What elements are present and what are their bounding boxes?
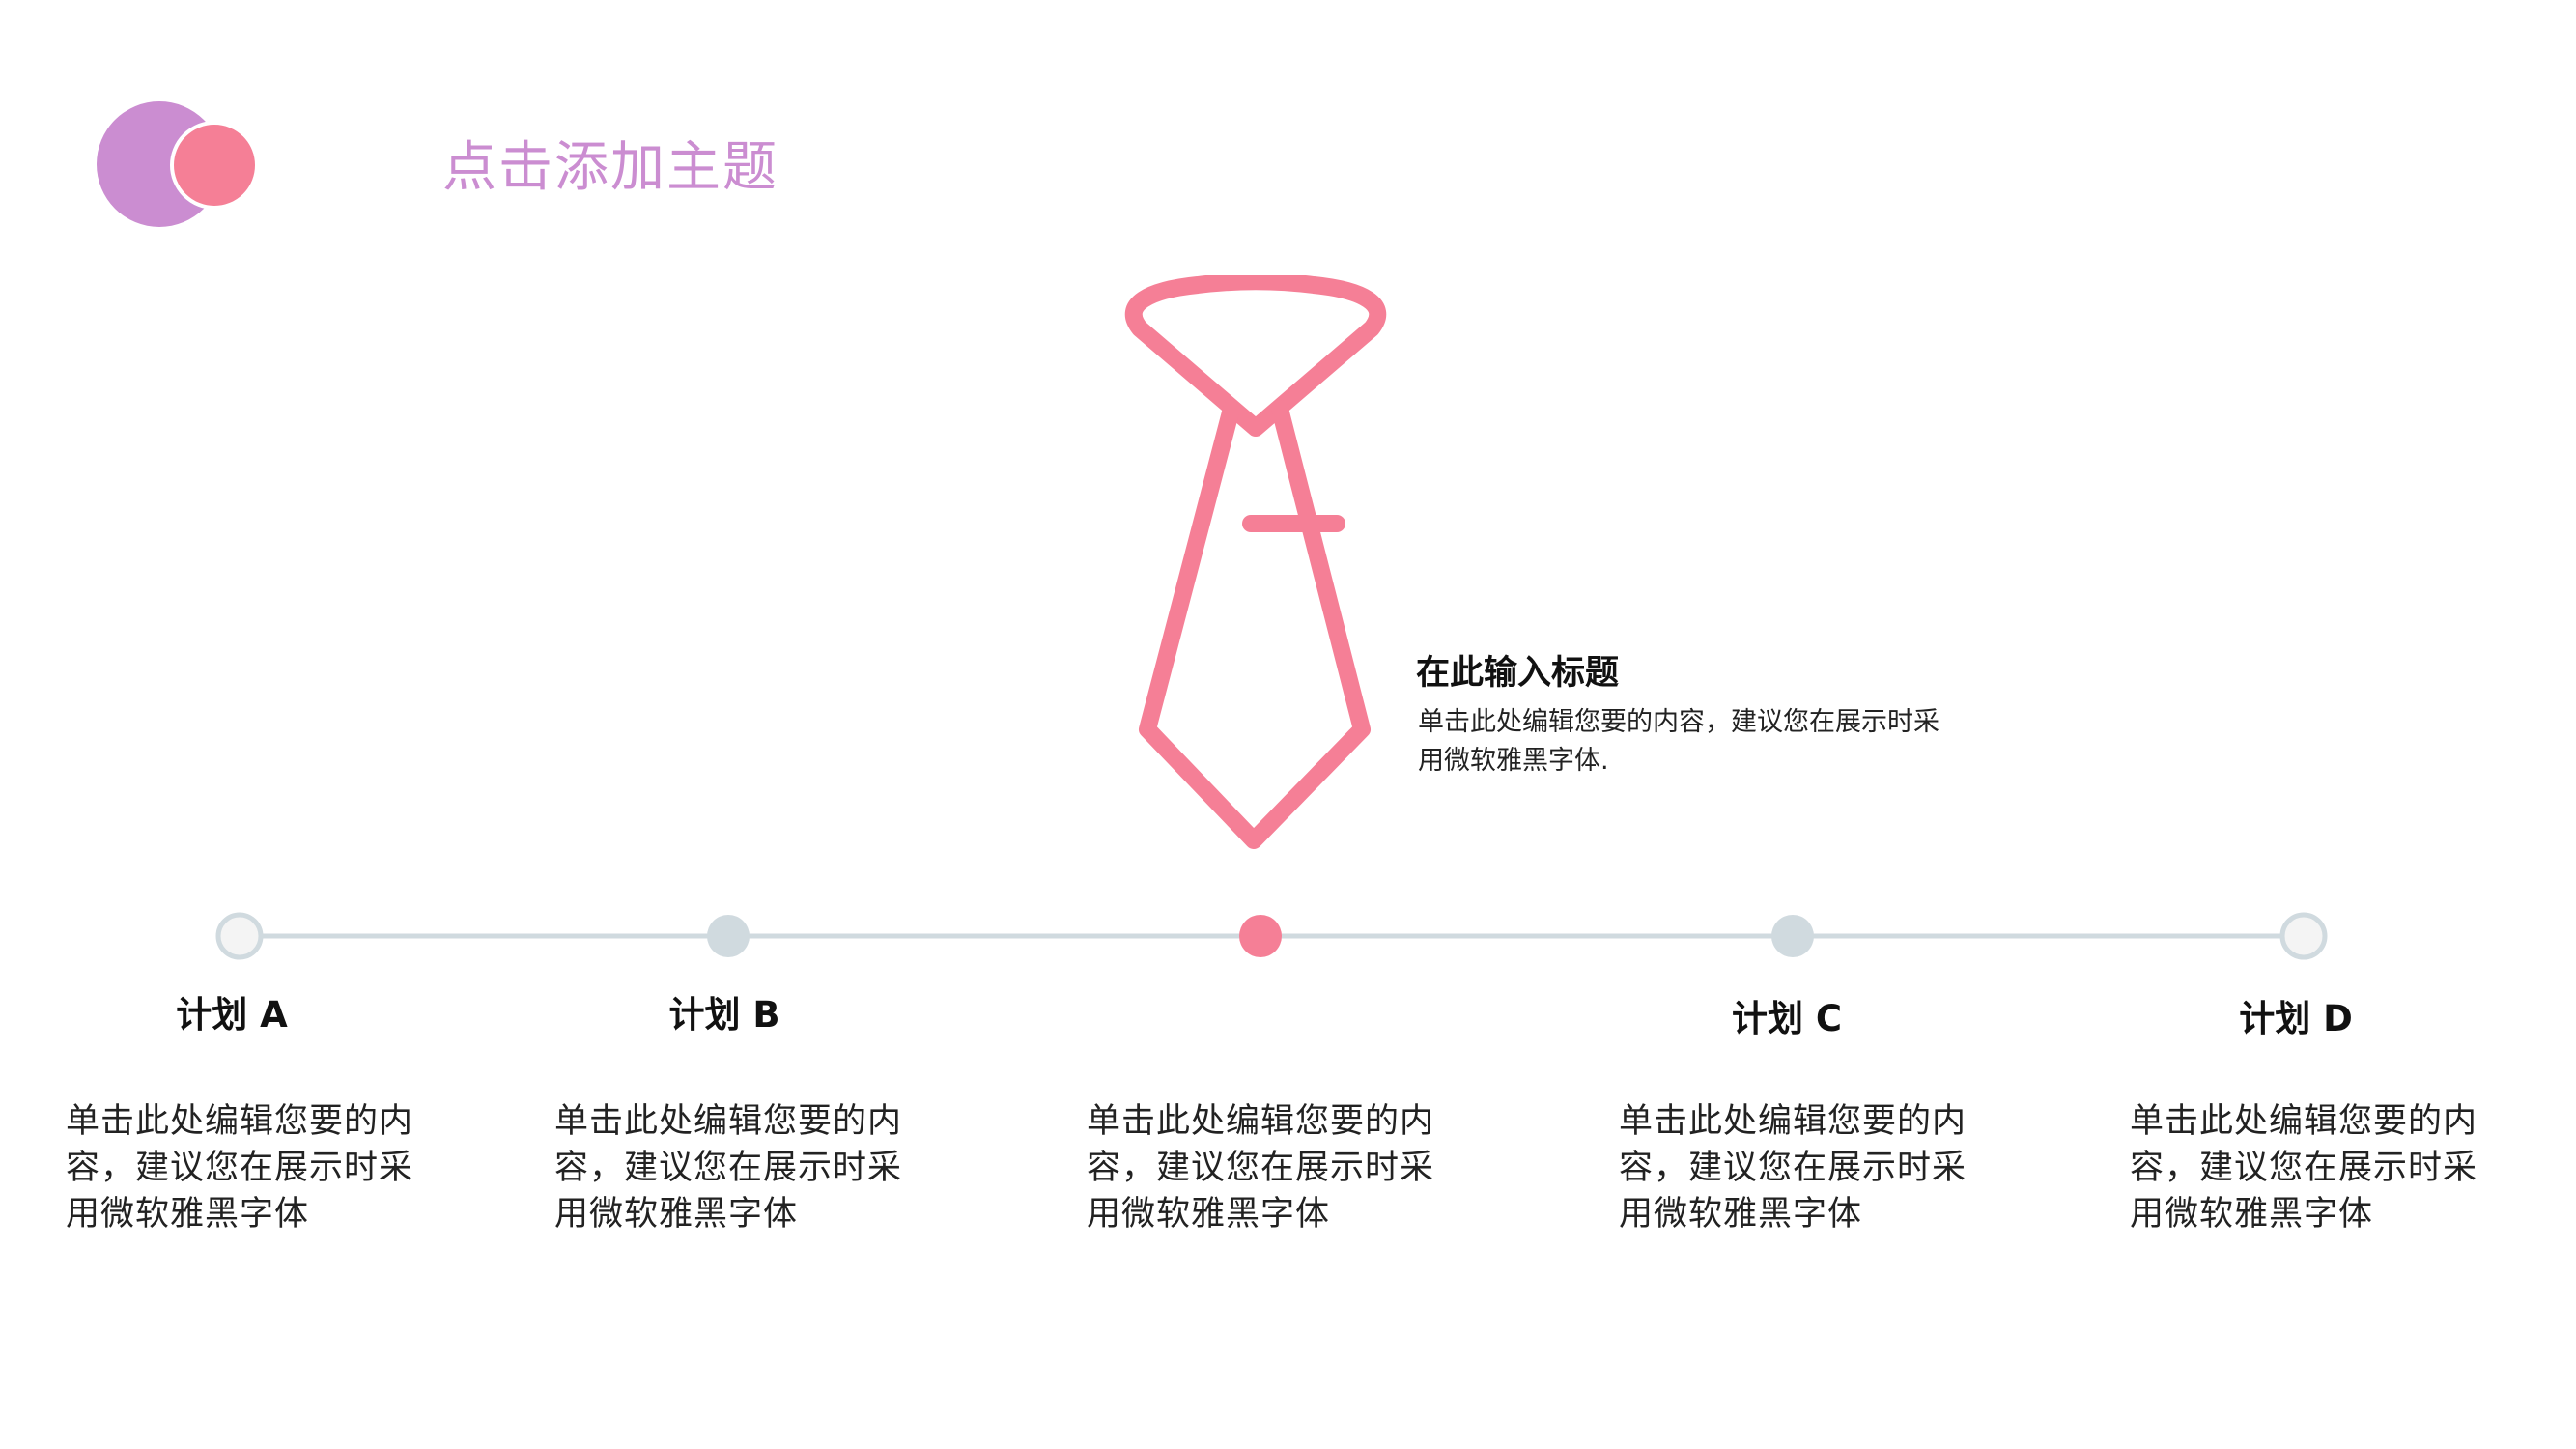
plan-a-body[interactable]: 单击此处编辑您要的内容，建议您在展示时采用微软雅黑字体 — [66, 1102, 414, 1234]
timeline-node-c — [1771, 915, 1814, 957]
timeline-node-a — [215, 912, 264, 960]
necktie-icon — [1124, 275, 1387, 849]
plan-c-label[interactable]: 计划 C — [1731, 998, 1843, 1039]
logo-circle-pink — [170, 121, 259, 210]
plan-b-label[interactable]: 计划 B — [668, 994, 780, 1036]
plan-b-body[interactable]: 单击此处编辑您要的内容，建议您在展示时采用微软雅黑字体 — [554, 1102, 903, 1234]
timeline-node-d — [2279, 912, 2328, 960]
timeline-node-b — [707, 915, 750, 957]
center-body[interactable]: 单击此处编辑您要的内容，建议您在展示时采用微软雅黑字体 — [1087, 1102, 1435, 1234]
plan-d-label[interactable]: 计划 D — [2239, 998, 2353, 1039]
callout-title[interactable]: 在此输入标题 — [1416, 654, 1620, 693]
logo-circles — [97, 101, 261, 232]
plan-c-body[interactable]: 单击此处编辑您要的内容，建议您在展示时采用微软雅黑字体 — [1619, 1102, 1967, 1234]
plan-d-body[interactable]: 单击此处编辑您要的内容，建议您在展示时采用微软雅黑字体 — [2130, 1102, 2478, 1234]
plan-a-label[interactable]: 计划 A — [176, 994, 288, 1036]
page-title[interactable]: 点击添加主题 — [442, 136, 778, 199]
timeline-node-center — [1239, 915, 1282, 957]
callout-body[interactable]: 单击此处编辑您要的内容，建议您在展示时采用微软雅黑字体. — [1418, 707, 1939, 776]
